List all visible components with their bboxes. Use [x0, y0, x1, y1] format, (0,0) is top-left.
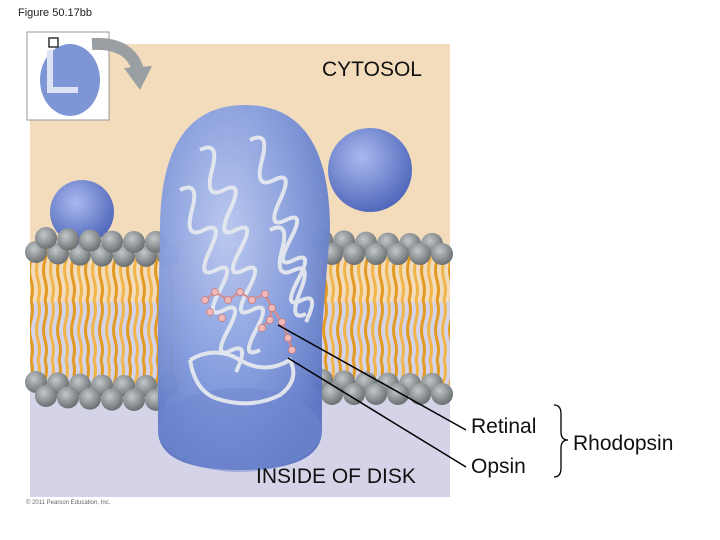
lipid-head: [101, 388, 123, 411]
rhodopsin-protein: [158, 105, 330, 472]
membrane-protein-right: [328, 128, 412, 212]
opsin-helices: [179, 135, 314, 406]
lipid-head: [343, 243, 365, 265]
retinal-label: Retinal: [471, 415, 537, 438]
rhodopsin-bracket: [553, 404, 569, 478]
lipid-head: [57, 228, 79, 251]
lipid-head: [35, 227, 57, 249]
opsin-label: Opsin: [471, 455, 526, 478]
lipid-head: [57, 386, 79, 409]
lipid-head: [101, 230, 123, 253]
opsin-leader-line: [287, 357, 467, 468]
figure-label: Figure 50.17bb: [18, 7, 92, 19]
lipid-head: [123, 230, 145, 253]
inside-of-disk-label: INSIDE OF DISK: [256, 465, 416, 488]
copyright-text: © 2011 Pearson Education, Inc.: [26, 500, 111, 506]
arrow-icon: [91, 37, 152, 90]
membrane-protein-left: [50, 180, 114, 244]
lipid-head: [431, 243, 453, 265]
lipid-head: [79, 387, 101, 410]
cytosol-label: CYTOSOL: [322, 58, 422, 81]
lipid-head: [431, 383, 453, 405]
lipid-head: [409, 243, 431, 265]
rhodopsin-label: Rhodopsin: [573, 432, 674, 455]
lipid-head: [387, 383, 409, 405]
lipid-head: [365, 243, 387, 265]
lipid-head: [35, 385, 57, 407]
lipid-head: [123, 388, 145, 411]
lipid-bilayer-right: [318, 245, 450, 385]
lipid-head: [409, 383, 431, 405]
lipid-head: [321, 383, 343, 405]
retinal-molecule: [201, 288, 296, 354]
lipid-head: [79, 229, 101, 252]
lipid-bilayer-left: [30, 245, 180, 385]
lipid-head: [365, 383, 387, 405]
retinal-leader-line: [277, 324, 467, 431]
lipid-head: [387, 243, 409, 265]
lipid-head: [343, 383, 365, 405]
